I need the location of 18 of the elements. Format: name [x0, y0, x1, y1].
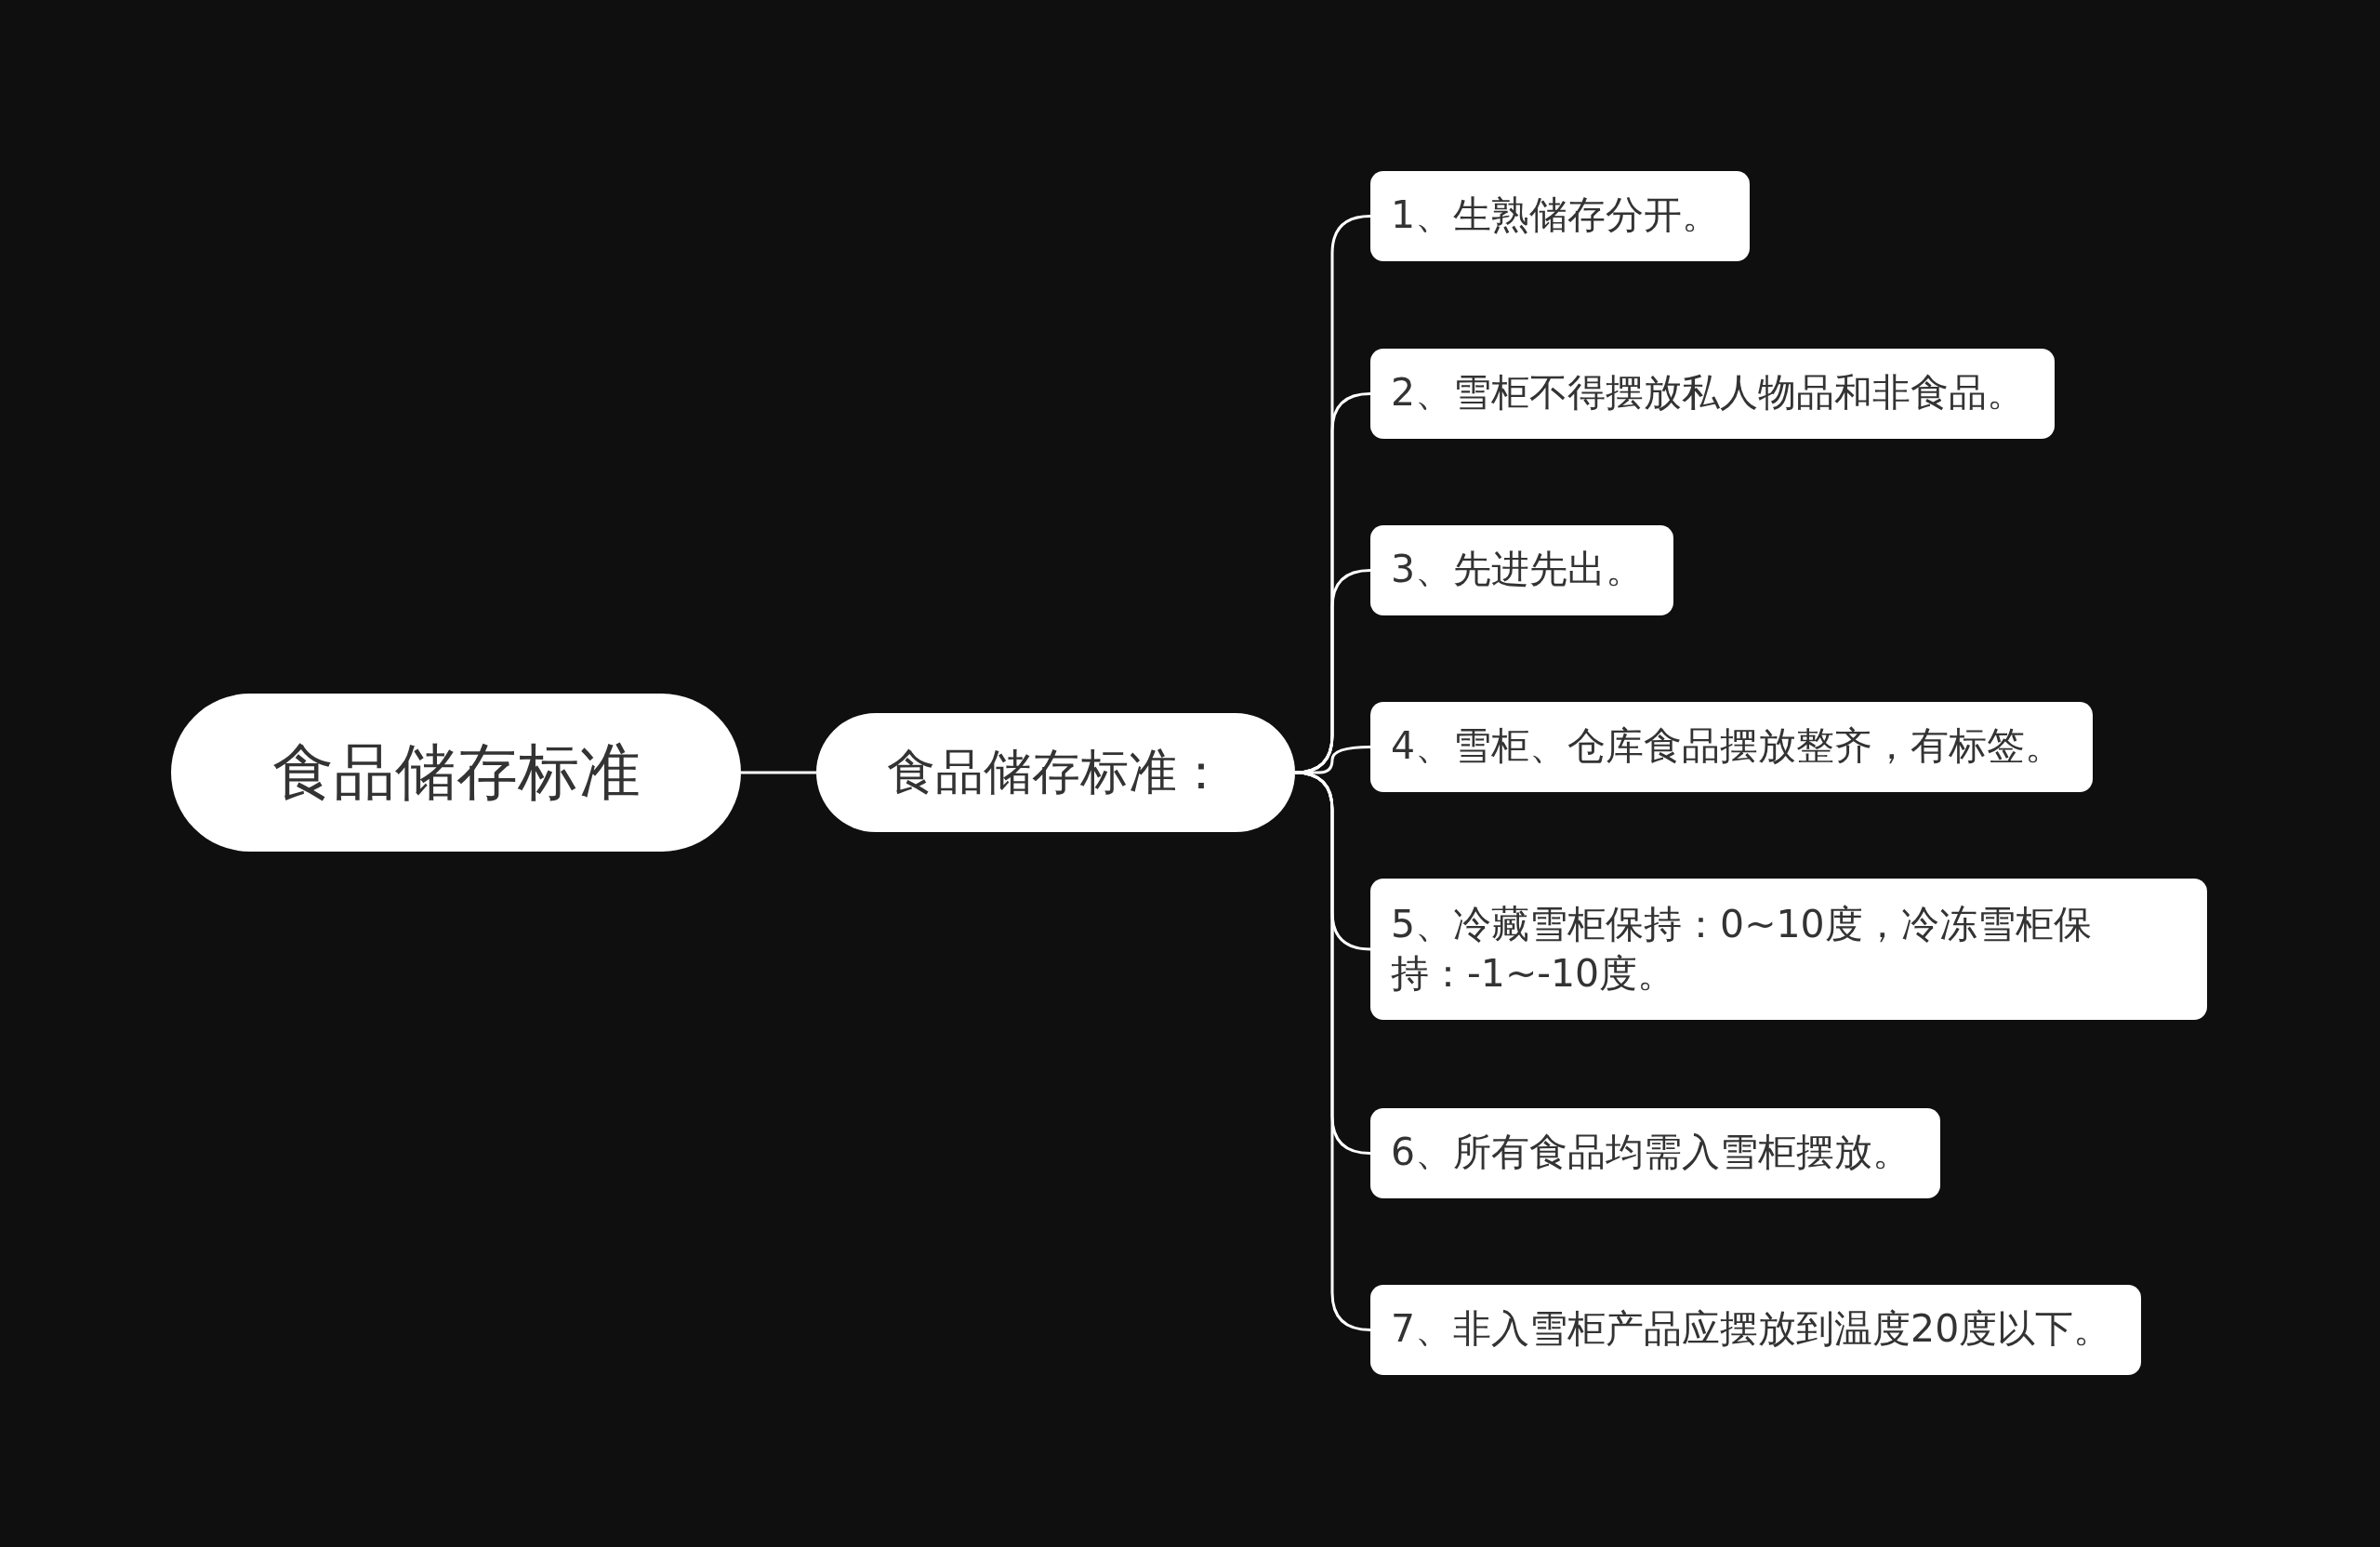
- subtopic-box: [1370, 1107, 1941, 1198]
- topic-text: 食品储存标准：: [886, 743, 1225, 801]
- topic-text: 1、生熟储存分开。: [1391, 192, 1721, 240]
- topic-text: 5、冷藏雪柜保持：0~10度，冷冻雪柜保持：-1~-10度。: [1391, 900, 2093, 998]
- subtopic-box: [1370, 701, 2094, 792]
- topic-text: 2、雪柜不得摆放私人物品和非食品。: [1391, 369, 2026, 417]
- connector-line: [1293, 569, 1371, 774]
- subtopic-box: [1370, 170, 1751, 261]
- topic-text: 3、先进先出。: [1391, 546, 1645, 594]
- subtopic-box: [1370, 348, 2056, 439]
- topic-text: 4、雪柜、仓库食品摆放整齐，有标签。: [1391, 722, 2064, 771]
- topic-text: 6、所有食品均需入雪柜摆放。: [1391, 1129, 1911, 1177]
- subtopic-box: [1370, 524, 1674, 615]
- topic-text: 7、非入雪柜产品应摆放到温度20度以下。: [1391, 1305, 2112, 1354]
- connector-line: [741, 771, 816, 774]
- subtopic-box: [1370, 1284, 2142, 1375]
- topic-text: 食品储存标准: [271, 735, 641, 810]
- subtopic-box: [1370, 879, 2207, 1020]
